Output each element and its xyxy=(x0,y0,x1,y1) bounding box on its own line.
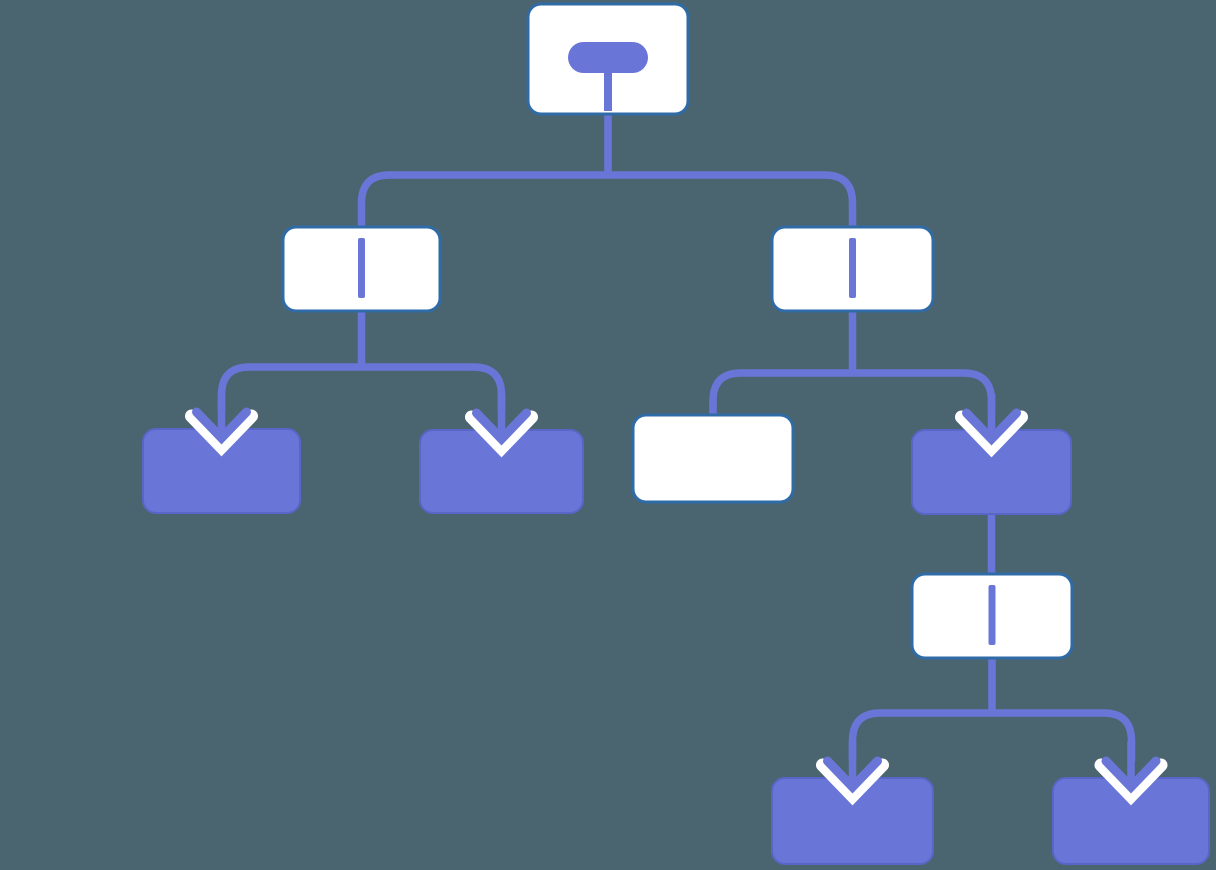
divider-line-icon xyxy=(849,238,856,298)
node-leaf-d[interactable] xyxy=(1052,742,1210,865)
node-mid-right[interactable] xyxy=(911,394,1072,515)
double-chevron-down-icon xyxy=(955,394,1028,458)
node-leaf-c[interactable] xyxy=(771,742,934,865)
double-chevron-down-icon xyxy=(465,394,538,458)
node-root[interactable] xyxy=(526,2,690,116)
tree-root-icon xyxy=(568,42,648,111)
divider-line-icon xyxy=(358,238,365,298)
double-chevron-down-icon xyxy=(1094,742,1168,806)
connector-left-split xyxy=(217,363,506,412)
node-branch-bottom[interactable] xyxy=(910,572,1074,660)
node-child-plain[interactable] xyxy=(631,413,795,504)
connector-level1-branch xyxy=(357,171,857,230)
node-branch-left[interactable] xyxy=(281,225,442,313)
double-chevron-down-icon xyxy=(816,742,889,806)
node-leaf-a[interactable] xyxy=(142,393,301,514)
divider-line-icon xyxy=(988,585,996,645)
connector-bottom-split xyxy=(848,709,1136,761)
node-branch-right[interactable] xyxy=(770,225,935,313)
double-chevron-down-icon xyxy=(185,393,258,457)
node-body[interactable] xyxy=(631,413,795,504)
connector-right-split xyxy=(709,369,996,420)
node-leaf-b[interactable] xyxy=(419,394,584,514)
